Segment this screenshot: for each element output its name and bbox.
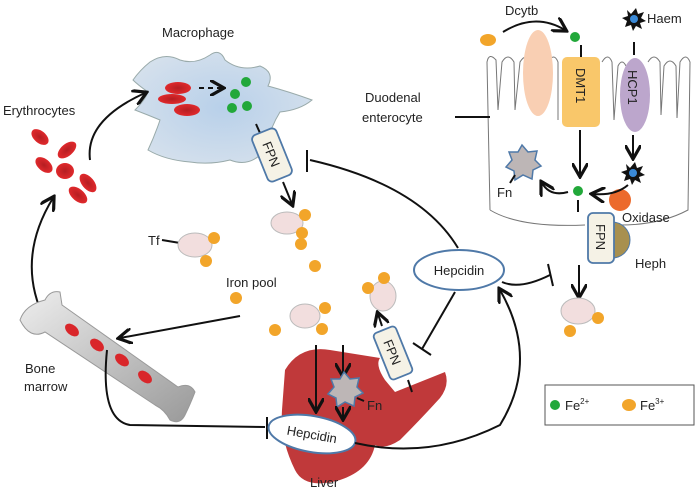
transferrin-complex [177,232,220,267]
hcp1-label: HCP1 [625,70,640,105]
fe2-dots-macrophage [227,77,252,113]
fe2-legend-label: Fe2+ [565,397,590,413]
transferrin-complex [270,209,311,239]
fpn-liver-arrow [378,314,382,326]
transferrin-complex [362,272,397,312]
macrophage-cell [132,51,313,164]
duodenal-label-2: enterocyte [362,110,423,125]
connector [407,379,413,393]
fe2-to-fn-arrow [542,183,569,193]
hcp1-protein [620,58,650,132]
fn-enterocyte-label: Fn [497,185,512,200]
hepcidin-inhibits-enterocyte-fpn [501,274,551,286]
oxidase-label: Oxidase [622,210,670,225]
connector [255,123,261,134]
connector [509,174,516,184]
hepcidin-liver: Hepcidin [267,413,357,455]
haem-icon [622,8,646,31]
hepcidin-inhibits-macrophage-fpn [309,159,459,249]
fn-liver-label: Fn [367,398,382,413]
iron-pool-label: Iron pool [226,275,277,290]
inhibition-bar [412,342,432,356]
dcytb-protein [523,30,553,116]
bone-marrow-label-1: Bone [25,361,55,376]
fpn-macrophage: FPN [251,127,293,183]
haem-icon [621,162,645,185]
fe3-legend-icon [622,399,636,411]
fe2-dot [570,32,580,42]
erythrocytes [31,129,97,204]
fe2-dot [573,186,583,196]
dcytb-arrow [502,21,565,33]
duodenal-enterocyte [486,56,691,226]
transferrin-complex [289,302,331,335]
macrophage-label: Macrophage [162,25,234,40]
fpn-enterocyte [587,212,615,264]
heph-protein [611,221,631,259]
fpn-macrophage-arrow [283,181,292,204]
connector [161,239,181,244]
phagocytosed-erythrocytes [158,82,200,116]
transferrin-complex [560,297,604,337]
tf-label: Tf [148,233,160,248]
legend: Fe2+ Fe3+ [544,384,695,426]
fpn-enterocyte-label: FPN [593,224,608,250]
hepcidin-circulating [413,249,505,291]
oxidase-enzyme [609,189,631,211]
haem-label: Haem [647,11,682,26]
dmt1-label: DMT1 [573,68,588,103]
hepcidin-circulating-label: Hepcidin [434,263,485,278]
ferritin-icon [504,143,543,182]
ferritin-icon [326,370,365,409]
inhibition-bar [547,263,554,287]
bone-to-hepcidin-inhibition [104,349,266,428]
liver-to-hepcidin-arrow [354,290,521,450]
liver-label: Liver [310,475,339,490]
erythrocytes-label: Erythrocytes [3,103,76,118]
fpn-liver: FPN [372,325,414,381]
fe3-dot [480,34,496,46]
fe2-legend-icon [550,400,560,410]
bone-marrow-label-2: marrow [24,379,68,394]
dmt1-protein [562,57,600,127]
connector [356,397,365,402]
fe3-legend-label: Fe3+ [640,397,665,413]
erythrocytes-to-macrophage-arrow [88,93,145,161]
dcytb-label: Dcytb [505,3,538,18]
haem-to-fe2-arrow [593,184,629,194]
bone-marrow [19,291,196,423]
hepcidin-inhibits-liver-fpn [421,291,456,350]
heph-label: Heph [635,256,666,271]
fe3-dots-pool [230,238,321,336]
duodenal-label-1: Duodenal [365,90,421,105]
pool-to-bone-arrow [120,315,241,338]
